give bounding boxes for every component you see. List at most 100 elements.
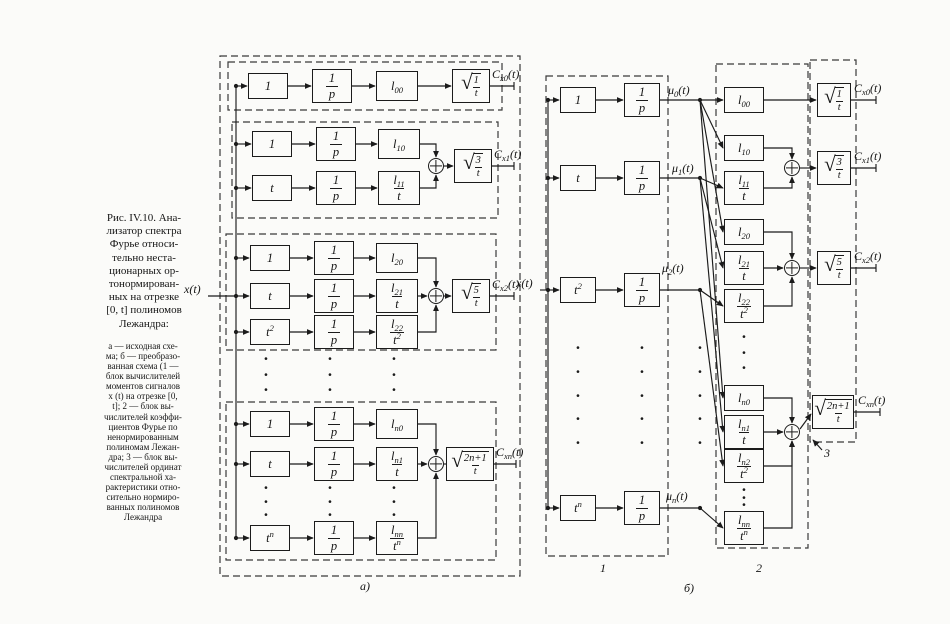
b-out2-label: Cx2(t) — [854, 249, 882, 265]
b-wire-38 — [851, 164, 877, 172]
b-mu0-label: μ0(t) — [668, 83, 690, 99]
a-out2-label: Cx2(t) — [492, 277, 520, 293]
b-junction-6 — [545, 287, 551, 293]
a-input-label: x(t) — [184, 282, 201, 296]
a-out1-label: Cx1(t) — [494, 147, 522, 163]
a-junction-6 — [233, 421, 239, 427]
b-junction-2 — [697, 287, 703, 293]
a-b23: l10 — [378, 129, 420, 159]
a-junction-8 — [233, 535, 239, 541]
b-l10: l10 — [724, 135, 764, 161]
b-dots-4: ··· — [741, 327, 747, 377]
b-norm-box — [809, 59, 857, 443]
b-fourier-box — [715, 63, 809, 549]
a-b31: 1 — [250, 245, 290, 271]
b-junction-0 — [697, 97, 703, 103]
a-junction-1 — [233, 141, 239, 147]
b-wire-40 — [854, 408, 881, 416]
a-junction-2 — [233, 185, 239, 191]
a-wire-19 — [420, 143, 439, 158]
b-out1-label: Cx1(t) — [854, 149, 882, 165]
a-dots-4: ··· — [263, 478, 269, 524]
b-wire-39 — [851, 264, 877, 272]
b-sum2 — [784, 260, 800, 276]
a-dots-6: ··· — [391, 478, 397, 524]
b-b21: t — [560, 165, 596, 191]
b-wire-28 — [764, 231, 795, 260]
a-stage3-box — [225, 233, 497, 351]
b-junction-7 — [545, 505, 551, 511]
b-wire-23 — [699, 507, 724, 529]
b-wire-22 — [699, 289, 726, 467]
a-sum1 — [428, 158, 444, 174]
figure-legend: а — исходная схе- ма; б — преобразо- ван… — [104, 341, 182, 523]
b-sum1 — [784, 160, 800, 176]
a-b11: 1 — [248, 73, 288, 99]
a-wire-22 — [492, 162, 515, 170]
b-dots-1: ····· — [575, 338, 581, 452]
a-wire-42 — [418, 472, 439, 539]
a-junction-0 — [233, 83, 239, 89]
b-b41: tп — [560, 495, 596, 521]
a-b24: t — [252, 175, 292, 201]
b-wire-37 — [851, 96, 877, 104]
b-out0-label: Cx0(t) — [854, 81, 882, 97]
b-outn-label: Cxп(t) — [858, 393, 886, 409]
b-block1-label: 1 — [600, 561, 606, 575]
b-wire-16 — [699, 99, 725, 233]
a-outer-box — [219, 55, 521, 577]
a-wire-33 — [490, 292, 515, 300]
a-dots-5: ··· — [327, 478, 333, 524]
a-stage2-box — [231, 121, 499, 219]
a-junction-7 — [233, 461, 239, 467]
a-sum3 — [428, 456, 444, 472]
b-sum3 — [784, 424, 800, 440]
b-wire-36 — [799, 413, 812, 430]
a-stage4-box — [225, 401, 497, 561]
b-mu1-label: μ1(t) — [672, 161, 694, 177]
a-dots-3: ··· — [391, 349, 397, 399]
b-wire-15 — [699, 99, 724, 149]
a-b34: t — [250, 283, 290, 309]
b-input-label: x(t) — [516, 276, 533, 290]
b-moments-box — [545, 75, 669, 557]
b-wire-32 — [764, 397, 795, 424]
a-wire-40 — [418, 423, 439, 456]
a-caption: а) — [360, 579, 370, 593]
a-dots-1: ··· — [263, 349, 269, 399]
b-wire-20 — [699, 177, 726, 433]
b-wire-41 — [812, 439, 823, 451]
b-b31: t2 — [560, 277, 596, 303]
b-block3-label: 3 — [824, 446, 830, 460]
a-junction-4 — [233, 293, 239, 299]
a-b37: t2 — [250, 319, 290, 345]
b-mun-label: μп(t) — [666, 489, 688, 505]
